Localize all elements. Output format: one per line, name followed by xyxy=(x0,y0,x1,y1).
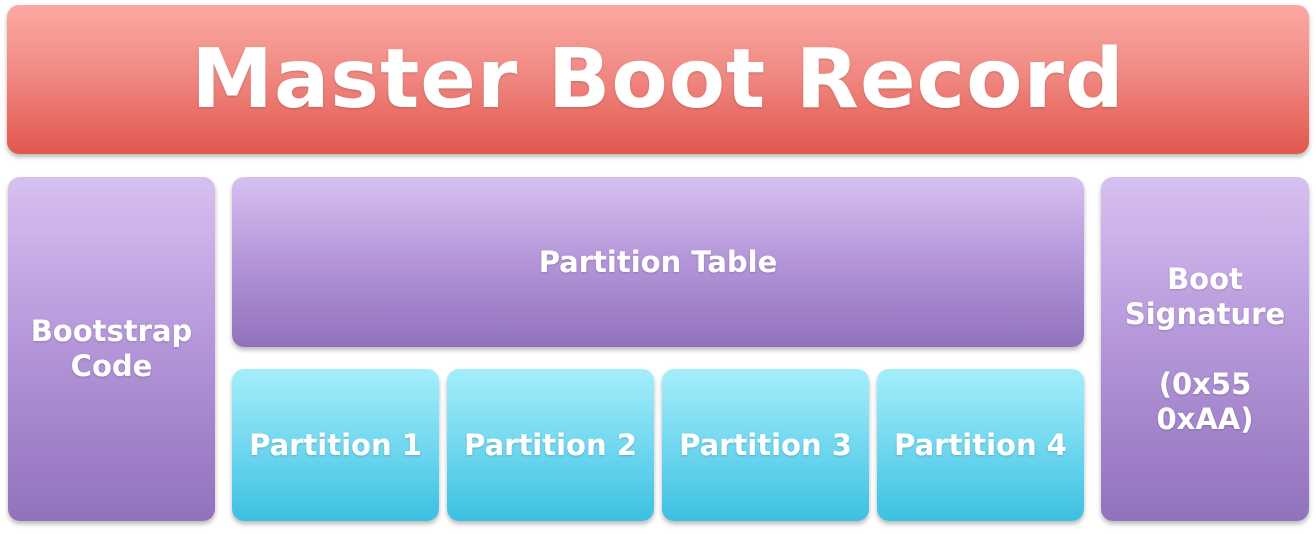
partition-3-block: Partition 3 xyxy=(662,369,869,521)
mbr-header: Master Boot Record xyxy=(7,5,1309,154)
bootstrap-label-line2: Code xyxy=(70,349,153,383)
bootstrap-label-line1: Bootstrap xyxy=(30,314,193,348)
boot-signature-line2: Signature xyxy=(1124,296,1286,331)
partition-1-block: Partition 1 xyxy=(232,369,439,521)
partition-3-label: Partition 3 xyxy=(679,428,852,462)
boot-signature-line3: (0x55 xyxy=(1158,366,1252,401)
partition-4-block: Partition 4 xyxy=(877,369,1084,521)
partition-4-label: Partition 4 xyxy=(894,428,1067,462)
partition-table-block: Partition Table xyxy=(232,177,1084,347)
partition-table-label: Partition Table xyxy=(538,244,778,279)
boot-signature-line1: Boot xyxy=(1167,261,1243,296)
bootstrap-code-block: Bootstrap Code xyxy=(8,177,215,521)
partition-2-block: Partition 2 xyxy=(447,369,654,521)
bootstrap-code-label: Bootstrap Code xyxy=(31,314,193,384)
partition-2-label: Partition 2 xyxy=(464,428,637,462)
partition-1-label: Partition 1 xyxy=(249,428,422,462)
boot-signature-line4: 0xAA) xyxy=(1156,401,1254,436)
mbr-title: Master Boot Record xyxy=(191,32,1125,127)
boot-signature-block: Boot Signature (0x55 0xAA) xyxy=(1101,177,1309,521)
